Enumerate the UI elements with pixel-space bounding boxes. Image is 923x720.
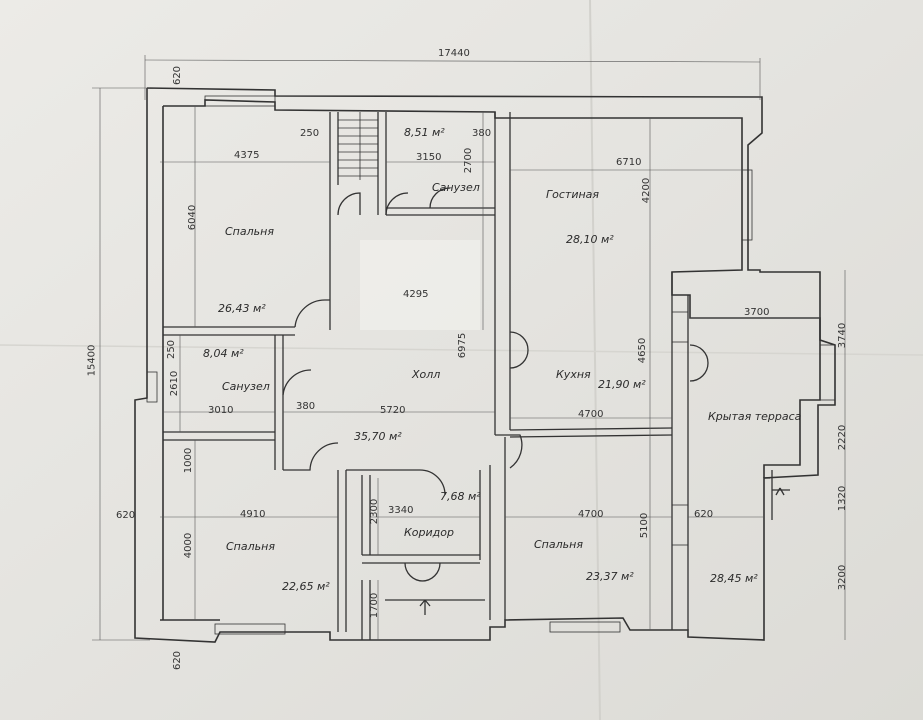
bath-left-area: 8,04 м² — [203, 347, 244, 360]
corridor-height: 2300 — [369, 498, 381, 525]
terrace-side: 620 — [694, 509, 714, 520]
windows — [146, 95, 836, 635]
hall-center-dim: 4295 — [403, 289, 429, 300]
terrace-h1: 3740 — [837, 322, 849, 349]
hall-side: 380 — [296, 401, 316, 412]
bedroom-nw-area: 26,43 м² — [218, 302, 266, 315]
bedroom-nw-width: 4375 — [234, 150, 260, 161]
bath-top-name: Санузел — [432, 181, 480, 194]
living-height: 4200 — [641, 177, 653, 204]
bedroom-sw-gap: 1000 — [183, 447, 195, 474]
hall-name: Холл — [412, 368, 441, 381]
stair-dim-250: 250 — [300, 128, 320, 139]
bedroom-nw-name: Спальня — [225, 225, 274, 238]
bath-left-width: 3010 — [208, 405, 234, 416]
kitchen-name: Кухня — [556, 368, 591, 381]
bottom-wall-dim: 620 — [172, 650, 184, 671]
hall-width: 5720 — [380, 405, 406, 416]
bedroom-sw-name: Спальня — [226, 540, 275, 553]
bedroom-sw-height: 4000 — [183, 532, 195, 559]
bedroom-sw-width: 4910 — [240, 509, 266, 520]
kitchen-area: 21,90 м² — [598, 378, 646, 391]
bedroom-se-height: 5100 — [639, 512, 651, 539]
kitchen-height: 4650 — [637, 337, 649, 364]
corridor-width: 3340 — [388, 505, 414, 516]
bath-left-side: 250 — [166, 339, 178, 360]
kitchen-width: 4700 — [578, 409, 604, 420]
terrace-area: 28,45 м² — [710, 572, 758, 585]
top-wall-dim: 620 — [172, 65, 184, 86]
bath-left-height: 2610 — [169, 370, 181, 397]
terrace-h3: 1320 — [837, 485, 849, 512]
living-width: 6710 — [616, 157, 642, 168]
hall-area: 35,70 м² — [354, 430, 402, 443]
dimension-lines — [92, 55, 846, 641]
overall-width-dim: 17440 — [438, 48, 470, 59]
bedroom-se-area: 23,37 м² — [586, 570, 634, 583]
living-name: Гостиная — [546, 188, 600, 201]
left-wall-dim: 620 — [116, 510, 136, 521]
living-area: 28,10 м² — [566, 233, 614, 246]
bedroom-sw-area: 22,65 м² — [282, 580, 330, 593]
smudge — [360, 240, 480, 330]
bath-top-area: 8,51 м² — [404, 126, 445, 139]
overall-height-dim: 15400 — [86, 344, 98, 377]
inner-walls — [163, 112, 790, 640]
corridor-area: 7,68 м² — [440, 490, 481, 503]
bedroom-nw-height: 6040 — [187, 204, 199, 231]
terrace-h4: 3200 — [837, 564, 849, 591]
corridor-entry: 1700 — [369, 592, 381, 619]
bath-top-height: 2700 — [463, 147, 475, 174]
bath-top-width: 3150 — [416, 152, 442, 163]
corridor-name: Коридор — [404, 526, 454, 539]
bath-top-side: 380 — [472, 128, 492, 139]
terrace-h2: 2220 — [837, 424, 849, 451]
bedroom-se-name: Спальня — [534, 538, 583, 551]
terrace-name: Крытая терраса — [708, 410, 802, 423]
terrace-width: 3700 — [744, 307, 770, 318]
bath-left-name: Санузел — [222, 380, 270, 393]
bedroom-se-width: 4700 — [578, 509, 604, 520]
hall-height: 6975 — [457, 332, 469, 359]
